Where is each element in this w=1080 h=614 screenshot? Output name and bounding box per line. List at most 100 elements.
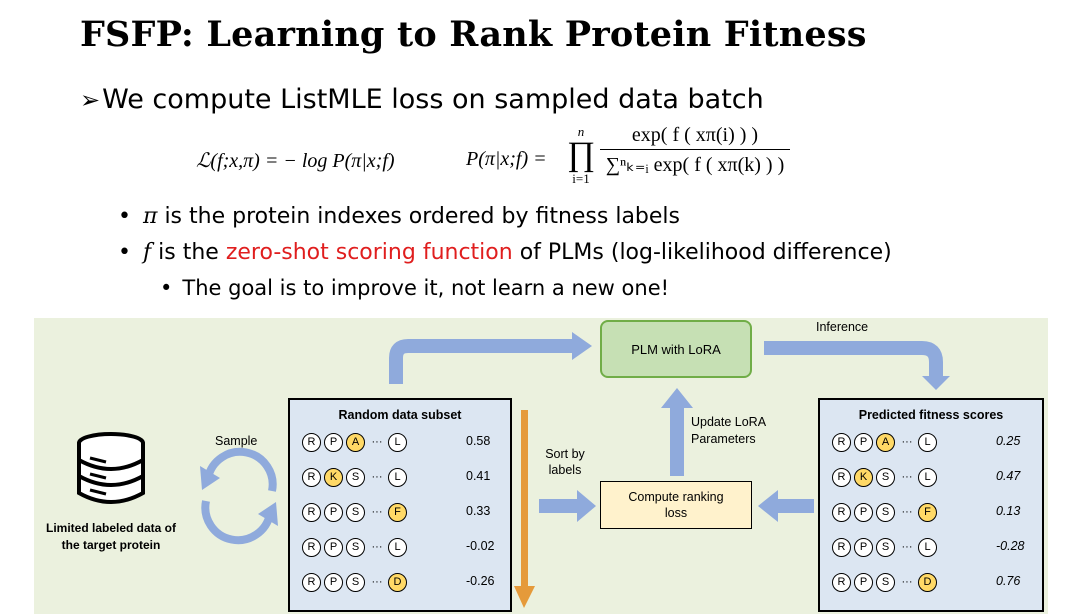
ellipsis: ··· bbox=[901, 471, 913, 483]
arrow-from-predicted-shaft bbox=[776, 499, 814, 513]
arrow-to-loss-shaft bbox=[539, 499, 579, 513]
fraction-numerator: exp( f ( xπ(i) ) ) bbox=[600, 124, 790, 150]
subset-score: 0.41 bbox=[466, 469, 491, 483]
fraction-denominator: ∑ⁿₖ₌ᵢ exp( f ( xπ(k) ) ) bbox=[605, 154, 785, 176]
residue-circle: R bbox=[832, 432, 851, 452]
ellipsis: ··· bbox=[901, 576, 913, 588]
residue-circle: R bbox=[302, 502, 321, 522]
bullet-dot: • bbox=[118, 240, 131, 265]
arrow-to-plm bbox=[389, 339, 574, 384]
product-operator: n ∏ i=1 bbox=[566, 124, 596, 186]
predicted-score: 0.25 bbox=[996, 434, 1021, 448]
probability-fraction: exp( f ( xπ(i) ) ) ∑ⁿₖ₌ᵢ exp( f ( xπ(k) … bbox=[600, 124, 790, 177]
arrow-bullet-icon: ➢ bbox=[80, 86, 101, 114]
residue-circle: L bbox=[388, 432, 407, 452]
product-symbol: ∏ bbox=[567, 136, 595, 173]
sort-by-labels-label: Sort by labels bbox=[545, 447, 585, 477]
ellipsis: ··· bbox=[371, 576, 383, 588]
bullet-dot: • bbox=[118, 204, 131, 229]
residue-circle: R bbox=[302, 537, 321, 557]
residue-circle: D bbox=[918, 572, 937, 592]
ellipsis: ··· bbox=[371, 436, 383, 448]
residue-circle: R bbox=[832, 502, 851, 522]
ellipsis: ··· bbox=[901, 541, 913, 553]
bullet-f: •f is the zero-shot scoring function of … bbox=[118, 240, 892, 265]
residue-circle: R bbox=[302, 572, 321, 592]
bullet-pi-text: is the protein indexes ordered by fitnes… bbox=[157, 204, 681, 229]
arrow-update-shaft bbox=[670, 408, 684, 476]
random-subset-title: Random data subset bbox=[338, 408, 462, 422]
subset-score: 0.33 bbox=[466, 504, 491, 518]
arrow-inference bbox=[764, 341, 943, 378]
residue-circle: S bbox=[876, 502, 895, 522]
residue-circle: S bbox=[346, 572, 365, 592]
residue-circle: R bbox=[832, 572, 851, 592]
pi-symbol: π bbox=[142, 204, 158, 229]
ellipsis: ··· bbox=[371, 506, 383, 518]
residue-circle: A bbox=[876, 432, 895, 452]
bullet-dot: • bbox=[160, 276, 173, 300]
zero-shot-highlight: zero-shot scoring function bbox=[225, 240, 513, 265]
residue-circle: L bbox=[918, 537, 937, 557]
residue-circle: R bbox=[832, 537, 851, 557]
plm-with-lora-box: PLM with LoRA bbox=[600, 320, 752, 378]
sample-label: Sample bbox=[215, 434, 258, 448]
bullet-pi: • π is the protein indexes ordered by fit… bbox=[118, 204, 680, 229]
residue-circle: L bbox=[918, 467, 937, 487]
fsfp-pipeline-diagram: Limited labeled data of the target prote… bbox=[34, 318, 1048, 614]
predicted-score: 0.13 bbox=[996, 504, 1021, 518]
slide-title: FSFP: Learning to Rank Protein Fitness bbox=[80, 14, 867, 55]
residue-circle: S bbox=[876, 467, 895, 487]
residue-circle: A bbox=[346, 432, 365, 452]
subset-score: 0.58 bbox=[466, 434, 491, 448]
listmle-formula: ℒ(f;x,π) = − log P(π|x;f) P(π|x;f) = n ∏… bbox=[196, 122, 796, 204]
predicted-score: 0.47 bbox=[996, 469, 1021, 483]
product-upper: n bbox=[577, 124, 585, 139]
residue-circle: R bbox=[302, 432, 321, 452]
update-lora-label: Update LoRA Parameters bbox=[691, 415, 766, 446]
limited-data-label: Limited labeled data of the target prote… bbox=[45, 521, 177, 552]
compute-ranking-loss-box: Compute ranking loss bbox=[600, 481, 752, 529]
ellipsis: ··· bbox=[371, 471, 383, 483]
residue-circle: S bbox=[346, 467, 365, 487]
residue-circle: S bbox=[346, 502, 365, 522]
sample-cycle-icon bbox=[201, 447, 277, 545]
ellipsis: ··· bbox=[901, 436, 913, 448]
residue-circle: S bbox=[346, 537, 365, 557]
residue-circle: R bbox=[302, 467, 321, 487]
residue-circle: P bbox=[854, 537, 873, 557]
inference-label: Inference bbox=[816, 320, 869, 334]
predicted-score: 0.76 bbox=[996, 574, 1021, 588]
flow-arrows bbox=[77, 332, 950, 608]
residue-circle: P bbox=[854, 572, 873, 592]
residue-circle: K bbox=[324, 467, 343, 487]
residue-circle: P bbox=[324, 537, 343, 557]
main-bullet-text: We compute ListMLE loss on sampled data … bbox=[102, 84, 764, 115]
residue-circle: P bbox=[324, 432, 343, 452]
residue-circle: F bbox=[388, 502, 407, 522]
database-icon bbox=[77, 432, 145, 504]
predicted-score: -0.28 bbox=[996, 539, 1025, 553]
residue-circle: P bbox=[324, 572, 343, 592]
residue-circle: R bbox=[832, 467, 851, 487]
residue-circle: S bbox=[876, 572, 895, 592]
subset-score: -0.26 bbox=[466, 574, 495, 588]
residue-circle: P bbox=[854, 432, 873, 452]
residue-circle: L bbox=[918, 432, 937, 452]
bullet-f-text-before: is the bbox=[151, 240, 226, 265]
residue-circle: D bbox=[388, 572, 407, 592]
bullet-f-text-after: of PLMs (log-likelihood difference) bbox=[512, 240, 892, 265]
ellipsis: ··· bbox=[371, 541, 383, 553]
residue-circle: K bbox=[854, 467, 873, 487]
